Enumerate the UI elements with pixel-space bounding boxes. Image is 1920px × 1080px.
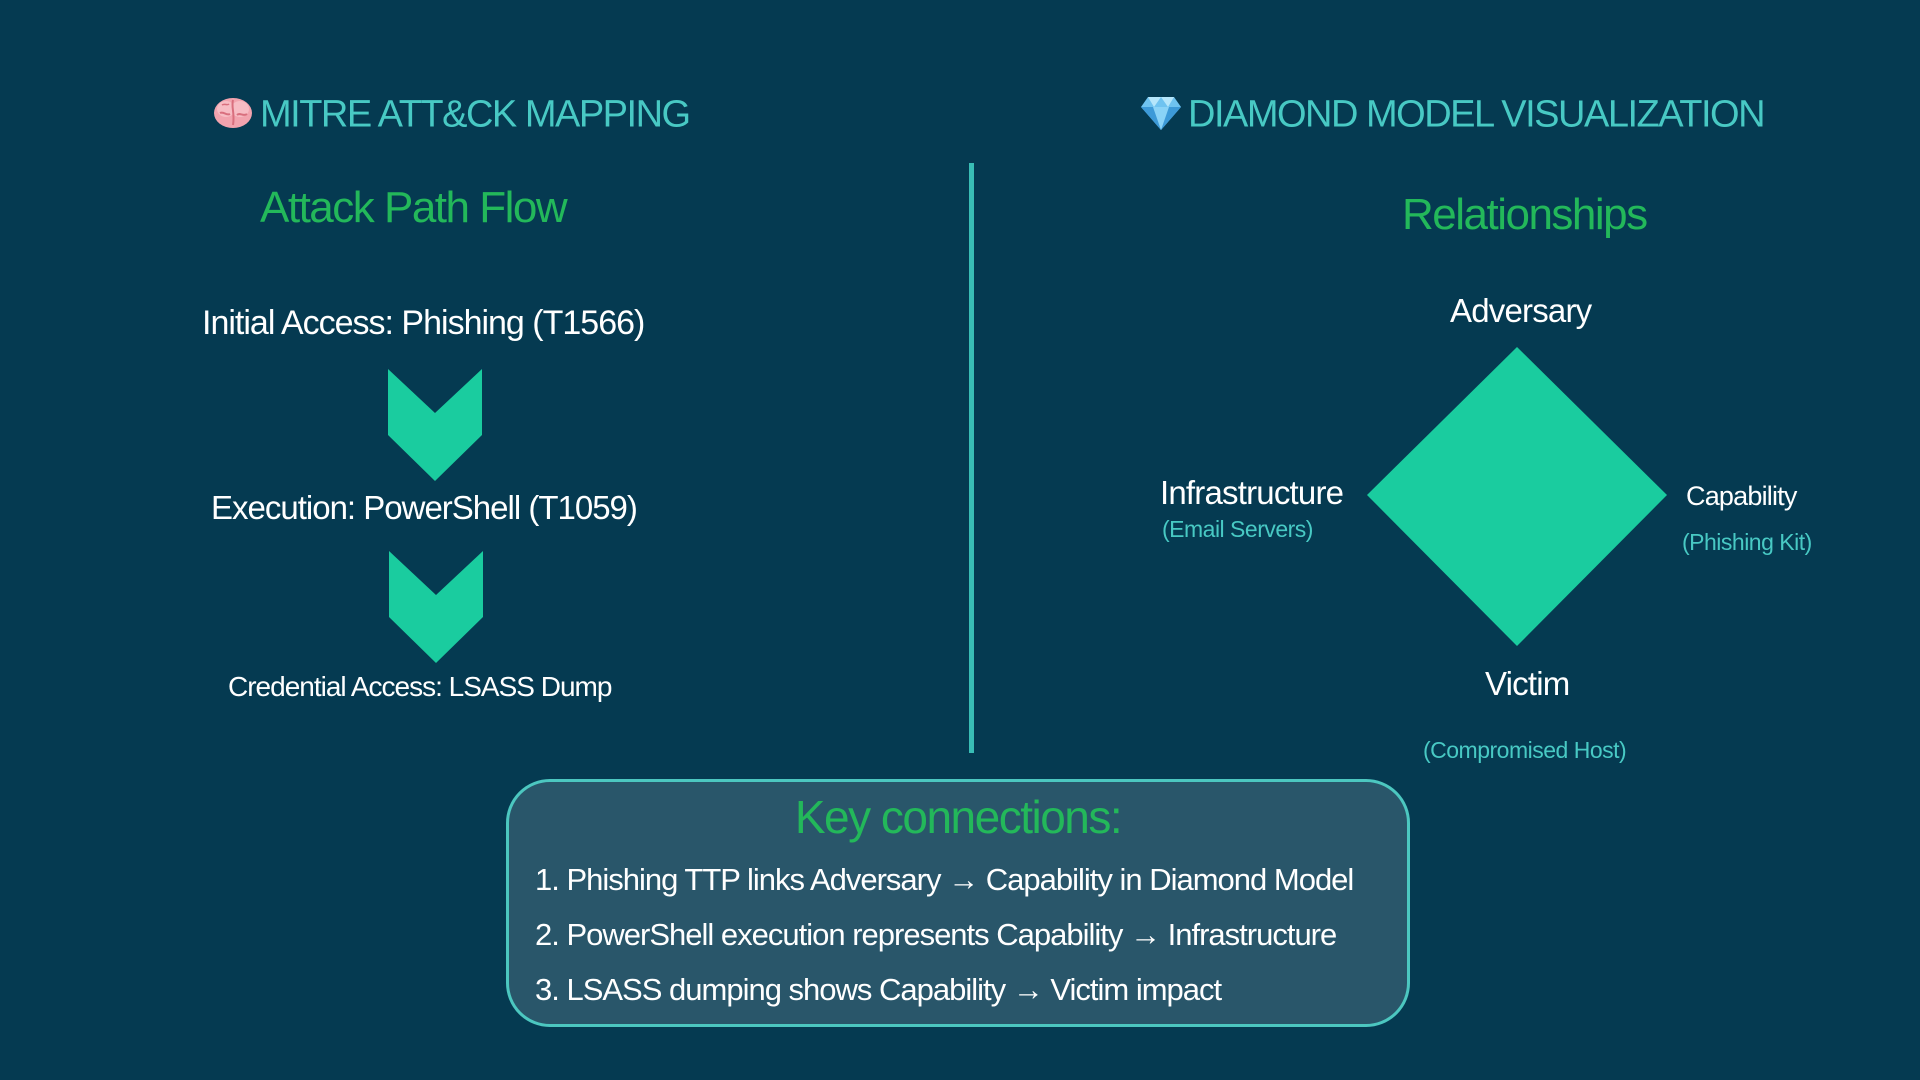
key-connections-list: 1. Phishing TTP links Adversary → Capabi… (535, 860, 1354, 1025)
key-connections-box: Key connections: 1. Phishing TTP links A… (506, 779, 1410, 1027)
attack-path-subheading: Attack Path Flow (260, 183, 568, 232)
mitre-heading: MITRE ATT&CK MAPPING (212, 93, 691, 138)
chevron-down-icon (389, 551, 483, 663)
gem-icon (1140, 95, 1182, 138)
diamond-heading-text: DIAMOND MODEL VISUALIZATION (1188, 93, 1766, 136)
key-connections-title: Key connections: (794, 791, 1123, 843)
key-connection-item: 1. Phishing TTP links Adversary → Capabi… (535, 862, 1354, 897)
brain-icon (212, 95, 254, 138)
chevron-down-icon (388, 369, 482, 481)
node-infrastructure-label: Infrastructure (1160, 474, 1344, 511)
key-connection-item: 3. LSASS dumping shows Capability → Vict… (535, 972, 1222, 1007)
node-infrastructure-detail: (Email Servers) (1162, 516, 1313, 542)
relationships-subheading: Relationships (1402, 190, 1648, 239)
node-victim-label: Victim (1485, 665, 1570, 702)
mitre-heading-text: MITRE ATT&CK MAPPING (260, 93, 691, 136)
panel-divider (969, 163, 974, 753)
node-capability-detail: (Phishing Kit) (1682, 529, 1812, 555)
node-adversary-label: Adversary (1450, 292, 1592, 329)
key-connection-item: 2. PowerShell execution represents Capab… (535, 917, 1337, 952)
diamond-heading: DIAMOND MODEL VISUALIZATION (1140, 93, 1766, 138)
diamond-shape (1367, 347, 1667, 646)
node-victim-detail: (Compromised Host) (1423, 737, 1627, 763)
flow-step-initial-access: Initial Access: Phishing (T1566) (202, 304, 645, 342)
flow-step-execution: Execution: PowerShell (T1059) (211, 489, 638, 526)
flow-step-credential-access: Credential Access: LSASS Dump (228, 671, 612, 702)
node-capability-label: Capability (1686, 481, 1797, 511)
